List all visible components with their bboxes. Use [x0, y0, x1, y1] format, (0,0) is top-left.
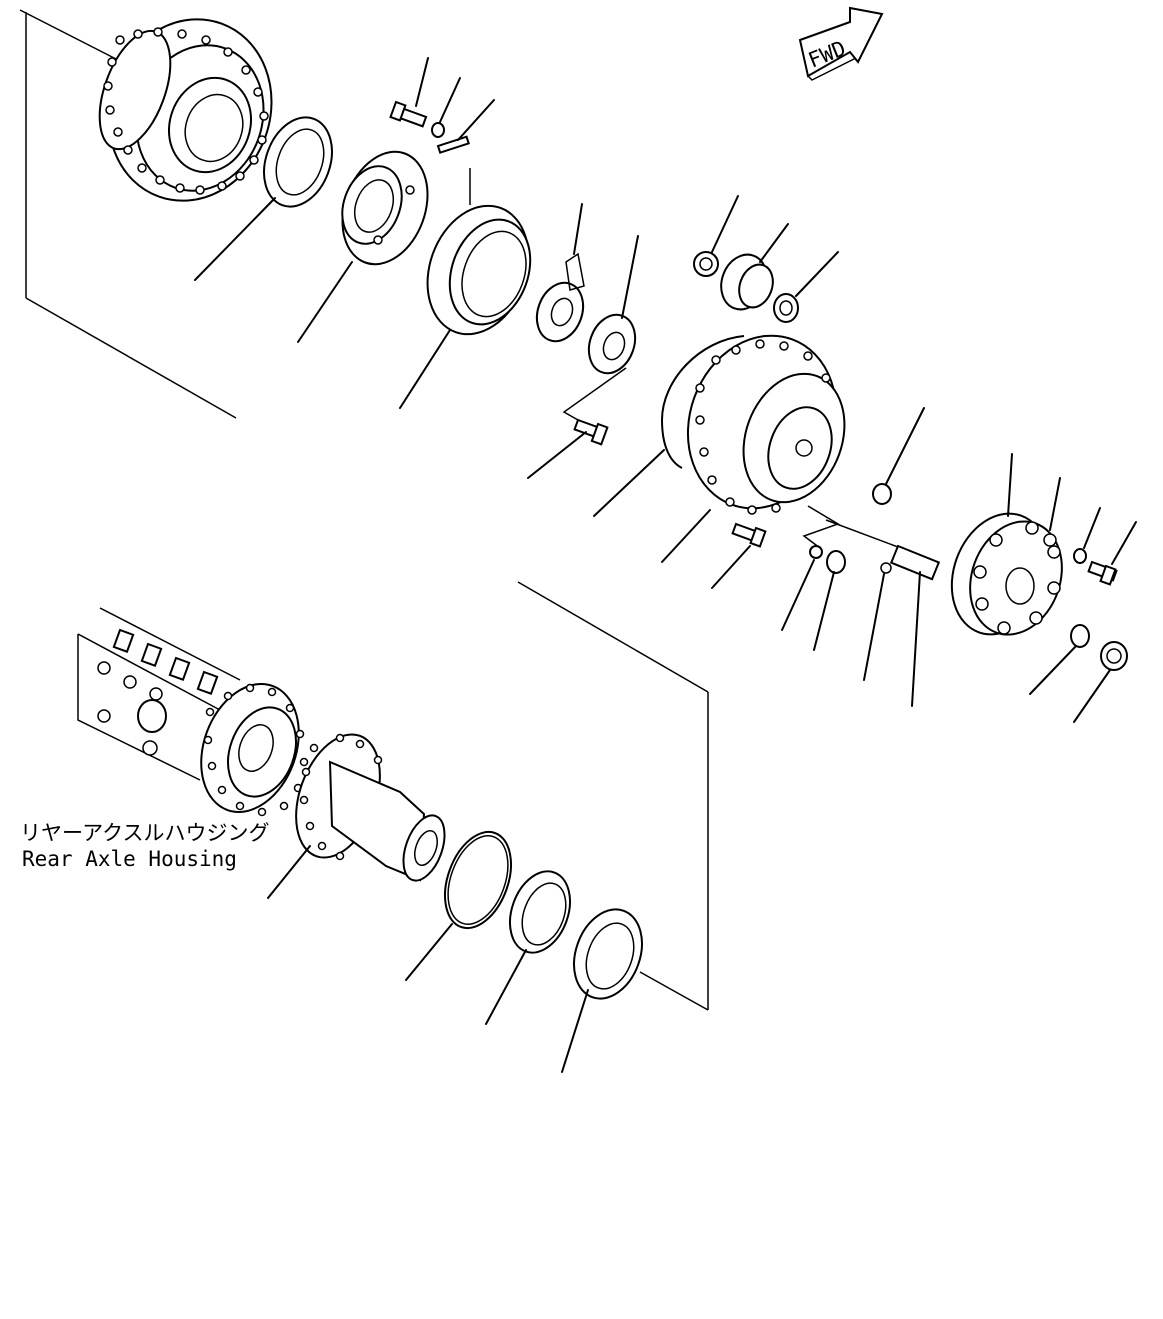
cover-plate	[950, 453, 1063, 636]
spindle-o-ring	[405, 830, 512, 981]
planetary-carrier	[661, 334, 907, 563]
lower-bracket-lines	[517, 581, 709, 1011]
cover-bolt-heads	[973, 521, 1061, 635]
rear-axle-housing: リヤーアクスルハウジング Rear Axle Housing	[20, 607, 309, 871]
fwd-arrow: FWD	[798, 6, 884, 81]
housing-flange-holes	[203, 683, 309, 817]
thrust-washer	[562, 235, 639, 421]
o-ring-small	[781, 545, 823, 631]
fill-plug	[1073, 641, 1128, 723]
ball-detent	[863, 562, 892, 681]
hub-bolt	[389, 57, 429, 128]
lower-bearing-cup	[561, 908, 643, 1073]
planet-nut-right	[773, 251, 839, 323]
carrier-side-bolt	[711, 522, 767, 589]
hub-bolt-holes	[103, 27, 269, 195]
carrier-bolt	[527, 418, 609, 479]
upper-bearing-cup	[194, 116, 333, 281]
carrier-holes	[695, 339, 831, 515]
rear-axle-housing-label-ja: リヤーアクスルハウジング	[20, 821, 269, 845]
spindle-shaft	[267, 733, 446, 899]
cover-cap-bolt	[1087, 521, 1137, 586]
planet-gear	[720, 223, 789, 311]
hub-washer	[431, 77, 461, 138]
upper-bracket-lines	[19, 9, 237, 419]
lower-bearing-cone	[485, 870, 571, 1025]
carrier-nut	[872, 407, 925, 505]
planet-nut-left	[693, 195, 739, 277]
spindle-flange-holes	[299, 733, 383, 861]
wheel-hub	[98, 18, 273, 202]
shaft-pin	[889, 544, 941, 707]
ring-gear	[399, 204, 532, 409]
rear-axle-housing-label-en: Rear Axle Housing	[22, 847, 237, 871]
cover-bolt	[1043, 477, 1061, 547]
housing-ribs	[97, 628, 219, 756]
dowel-pin	[436, 99, 495, 205]
gear-plate	[535, 203, 585, 343]
cover-washer	[1073, 507, 1101, 564]
cover-cap	[1029, 624, 1090, 695]
bearing-carrier	[297, 150, 429, 343]
drain-plug	[813, 550, 846, 651]
